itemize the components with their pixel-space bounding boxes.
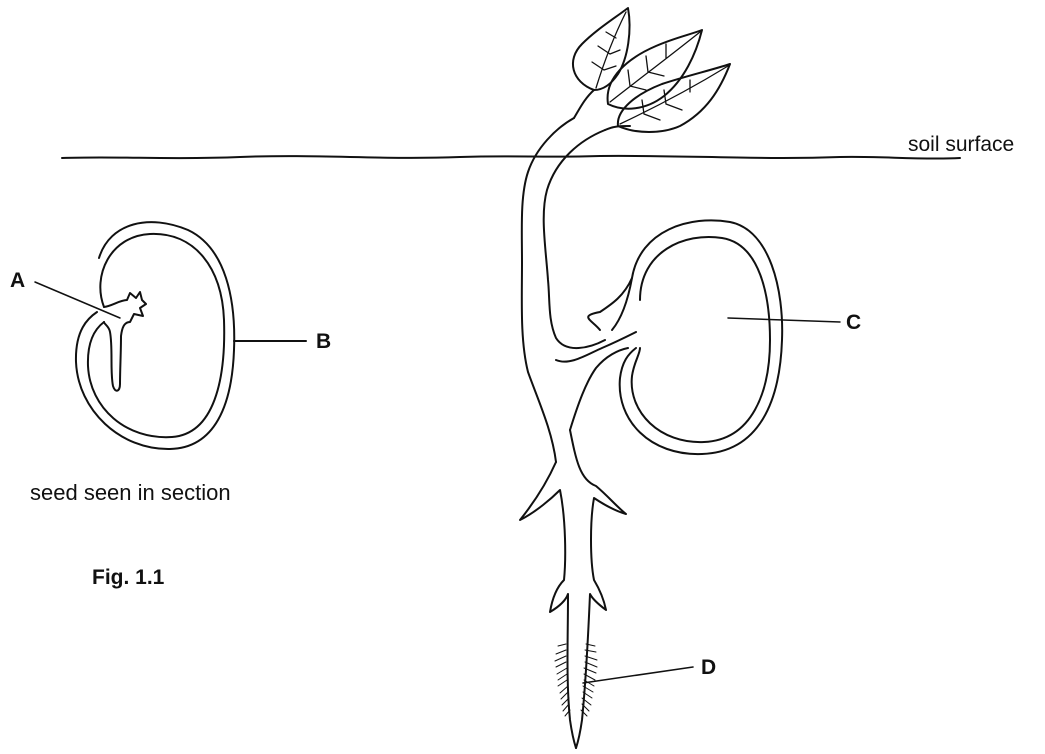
shoot-branch-left [574, 90, 594, 118]
label-a: A [10, 269, 25, 293]
leaf-1-vein [592, 12, 626, 88]
seed-caption: seed seen in section [30, 480, 231, 506]
leader-a [35, 282, 120, 318]
stem-right-edge [544, 130, 605, 348]
root-hairs [555, 644, 597, 716]
cotyledon-outer [620, 220, 783, 454]
label-b: B [316, 330, 331, 354]
figure-caption: Fig. 1.1 [92, 566, 164, 590]
leaf-1 [573, 8, 630, 90]
soil-surface-line [62, 156, 960, 159]
seed-coat-outer [76, 222, 234, 449]
leaf-3-vein [620, 66, 728, 124]
leader-c [728, 318, 840, 322]
soil-surface-label: soil surface [908, 133, 1014, 157]
root-right-edge [570, 430, 626, 748]
label-d: D [701, 656, 716, 680]
leader-d [583, 667, 693, 683]
label-c: C [846, 311, 861, 335]
seed-embryo [104, 292, 146, 391]
bud [588, 278, 632, 330]
seed-coat-inner [88, 234, 224, 437]
cotyledon-inner [632, 237, 770, 442]
